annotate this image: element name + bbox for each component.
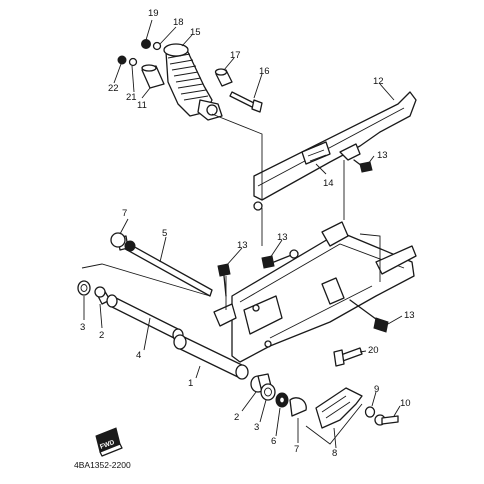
- shock-collar-11: [141, 64, 165, 89]
- callout-13-right: 13: [404, 310, 415, 321]
- washer-9: [364, 406, 376, 418]
- bolt-20: [333, 347, 363, 367]
- callout-3-left: 3: [80, 322, 85, 333]
- callout-19: 19: [148, 8, 159, 19]
- chain-case-bolt-13a: [353, 159, 373, 173]
- callout-14: 14: [323, 178, 334, 189]
- callout-21: 21: [126, 92, 137, 103]
- forward-direction-badge: FWD: [95, 427, 123, 457]
- callout-labels: 19 18 15 17 16 22 21 11 12 13 14 7 5 13 …: [80, 8, 415, 459]
- shock-top-nut: [141, 39, 162, 51]
- callout-3-bottom: 3: [254, 422, 259, 433]
- callout-7-bottom: 7: [294, 444, 299, 455]
- callout-1: 1: [188, 378, 193, 389]
- chain-case: [253, 91, 417, 211]
- callout-13-chain-case: 13: [377, 150, 388, 161]
- callout-10: 10: [400, 398, 411, 409]
- callout-2-bottom: 2: [234, 412, 239, 423]
- callout-9: 9: [374, 384, 379, 395]
- pivot-nut-7a: [110, 232, 136, 252]
- callout-12: 12: [373, 76, 384, 87]
- callout-20: 20: [368, 345, 379, 356]
- callout-4: 4: [136, 350, 141, 361]
- callout-22: 22: [108, 83, 119, 94]
- shock-bolt-16: [229, 91, 263, 113]
- alignment-lines: [81, 113, 381, 445]
- callout-17: 17: [230, 50, 241, 61]
- callout-7-top: 7: [122, 208, 127, 219]
- leader-lines: [83, 19, 403, 449]
- drawing-code: 4BA1352-2200: [74, 460, 131, 470]
- callout-2-left: 2: [99, 330, 104, 341]
- callout-5: 5: [162, 228, 167, 239]
- shock-side-nut-washer: [117, 55, 138, 67]
- callout-11: 11: [137, 100, 147, 111]
- rear-arm: [173, 221, 417, 380]
- callout-13-mid: 13: [277, 232, 288, 243]
- bolt-13b: [217, 263, 231, 297]
- thrust-washer-6: [275, 392, 289, 408]
- fwd-badge-label: FWD: [99, 439, 116, 451]
- pivot-cap-7b: [289, 397, 307, 417]
- bolt-10: [374, 414, 399, 426]
- callout-18: 18: [173, 17, 184, 28]
- callout-16: 16: [259, 66, 270, 77]
- callout-13-left: 13: [237, 240, 248, 251]
- bolt-13d: [349, 299, 389, 333]
- pivot-collar-4: [106, 294, 184, 342]
- callout-8: 8: [332, 448, 337, 459]
- rear-shock-absorber: [163, 43, 223, 121]
- callout-15: 15: [190, 27, 201, 38]
- shock-collar-17: [214, 68, 233, 87]
- chain-puller-8: [315, 387, 363, 429]
- bolt-13c: [261, 249, 299, 269]
- oil-seal-3b: [260, 383, 276, 401]
- oil-seal-3a: [77, 280, 91, 296]
- callout-6: 6: [271, 436, 276, 447]
